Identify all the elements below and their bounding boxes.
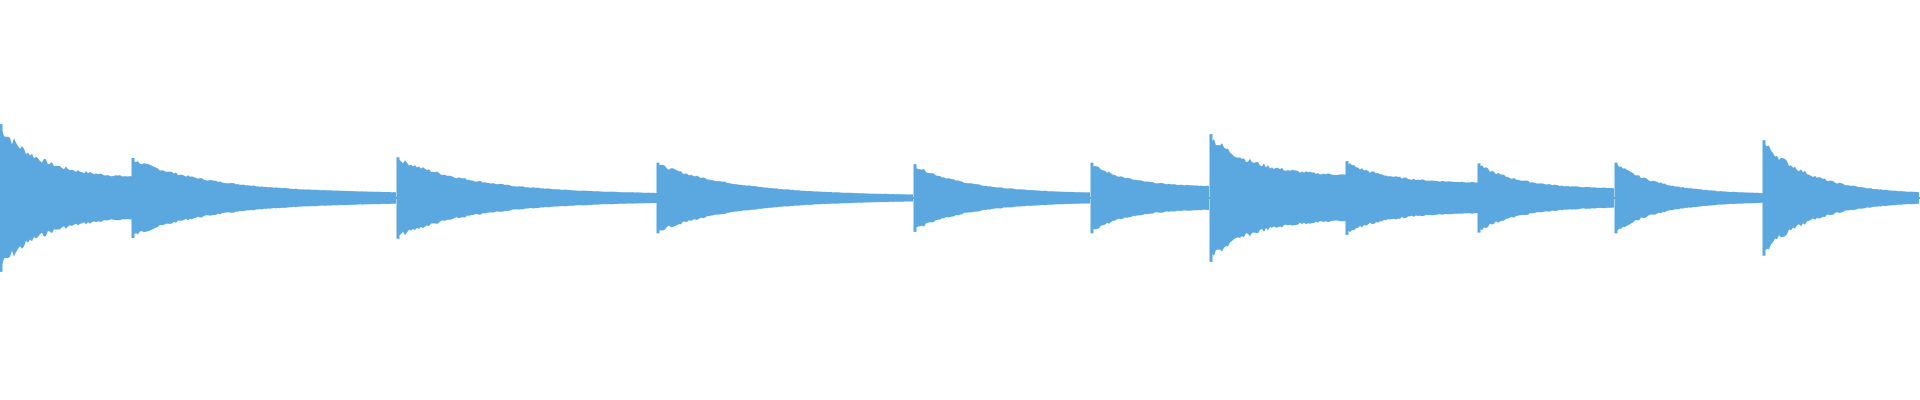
waveform-note-8 [1346,161,1478,235]
waveform-note-7 [1210,134,1346,262]
waveform-note-6 [1091,162,1209,234]
waveform-note-9 [1478,163,1614,233]
waveform-note-4 [657,162,913,234]
waveform-note-1 [0,124,132,272]
waveform-note-11 [1763,140,1919,256]
waveform-note-5 [914,164,1090,232]
waveform-note-2 [132,158,396,238]
waveform-notes [0,124,1919,272]
waveform-note-10 [1615,162,1763,234]
waveform-note-3 [397,157,657,239]
